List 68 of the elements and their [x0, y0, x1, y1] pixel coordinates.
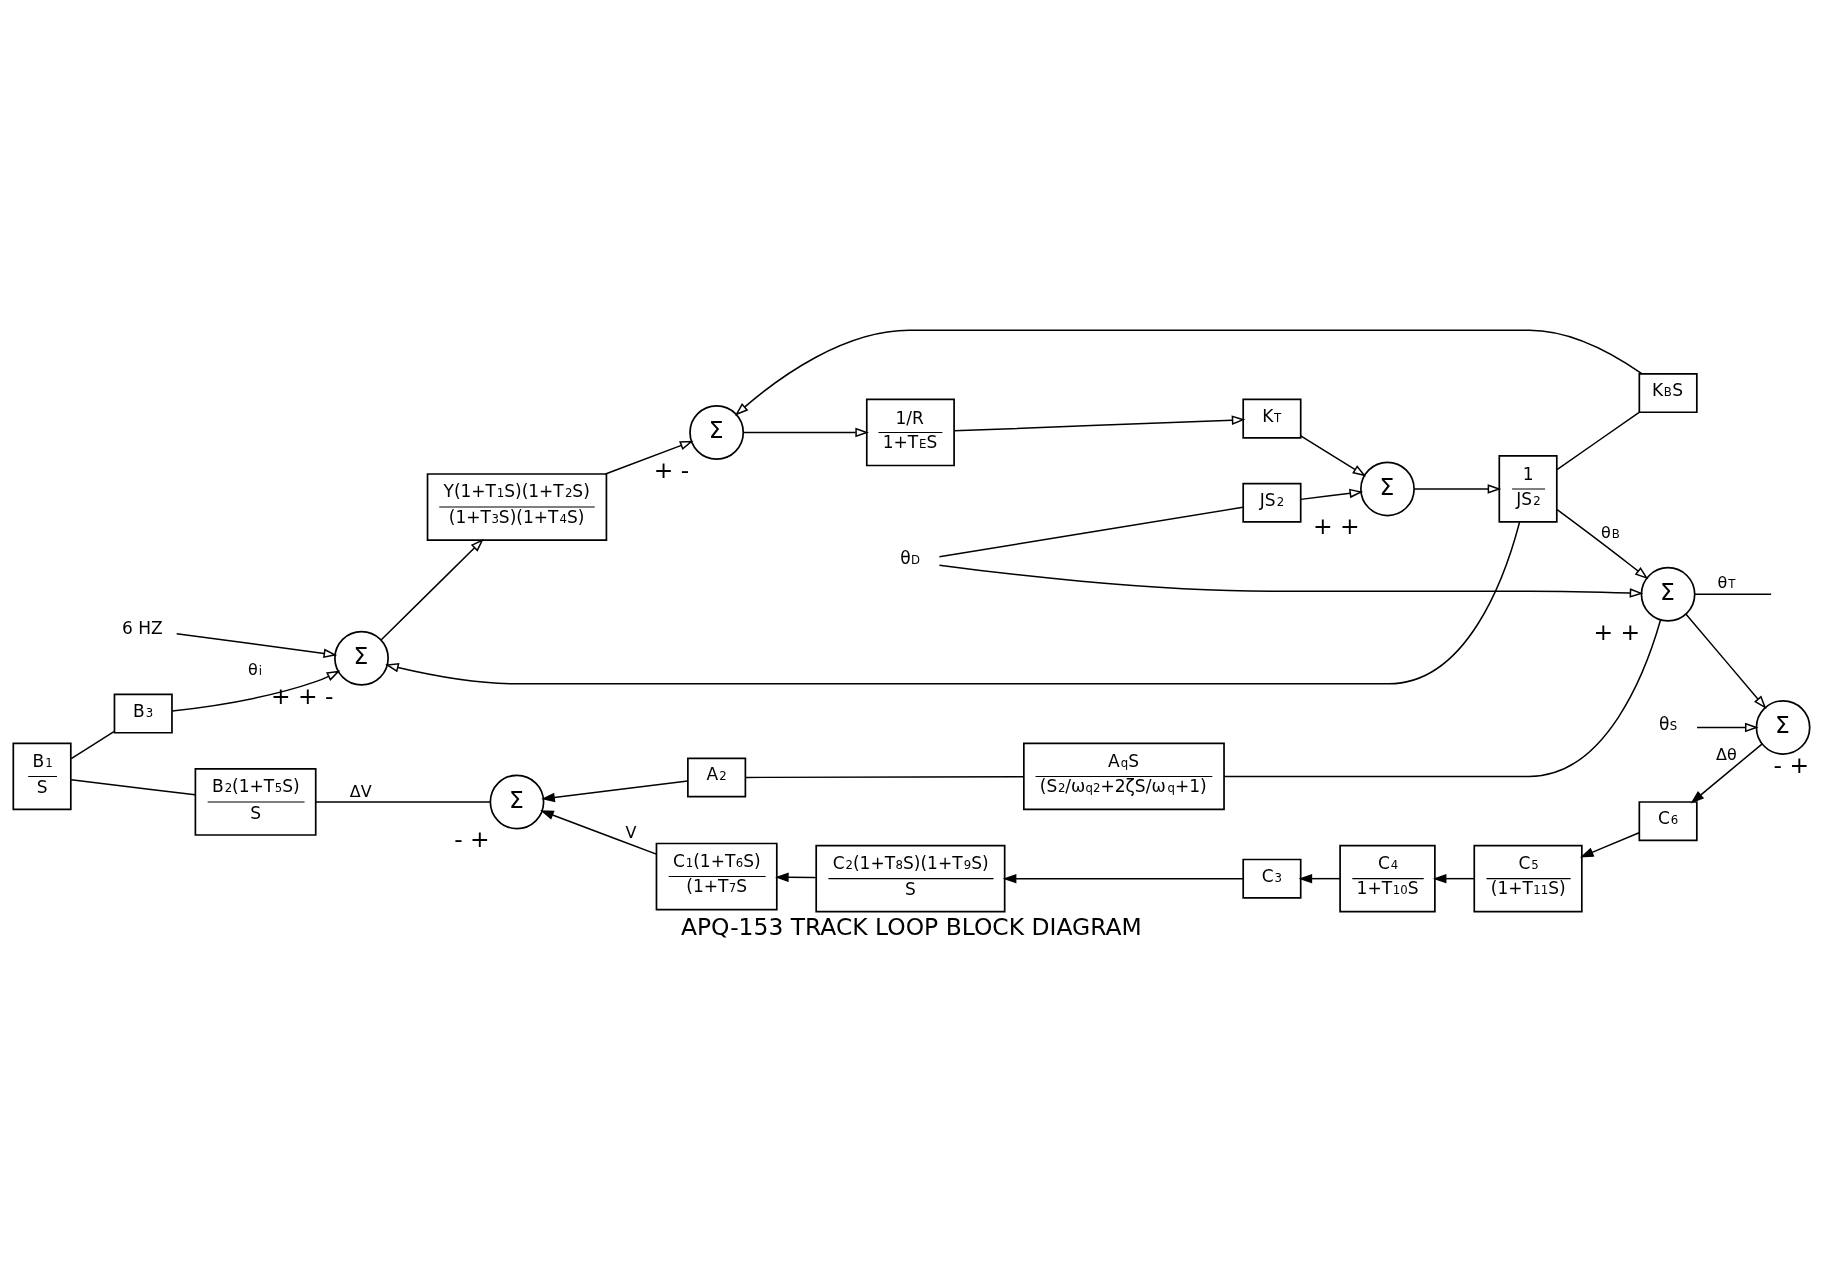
arrow [1413, 484, 1502, 494]
node-box: Y(1+T1S)(1+T2S) (1+T3S)(1+T4S) [426, 473, 608, 541]
edge-label: Δθ [1715, 745, 1737, 765]
node-label: - + [454, 825, 490, 854]
node-box: C1(1+T6S) (1+T7S [655, 842, 778, 911]
node-box: B3 [113, 693, 173, 734]
arrow [171, 670, 341, 712]
node-box: 1 JS2 [1498, 455, 1558, 523]
arrow [1002, 873, 1244, 884]
connector [70, 779, 196, 796]
arrow [775, 872, 817, 883]
connector [938, 506, 1244, 558]
arrow [1690, 743, 1763, 804]
arrow [734, 329, 1643, 416]
arrow [1300, 488, 1364, 501]
arrow [385, 521, 1521, 685]
arrow [1696, 722, 1759, 733]
node-label: + - [653, 455, 690, 484]
arrow [1685, 613, 1767, 710]
arrow [540, 810, 658, 855]
connector [744, 775, 1025, 779]
connector [1694, 593, 1772, 596]
node-label: + + [1593, 617, 1641, 646]
arrow [938, 564, 1644, 598]
diagram-title: APQ-153 TRACK LOOP BLOCK DIAGRAM [680, 912, 1142, 941]
node-box: A2 [687, 757, 747, 798]
node-circle: Σ [1360, 461, 1415, 517]
arrow [604, 440, 694, 475]
node-box: B1 S [12, 742, 72, 811]
node-box: C6 [1638, 801, 1698, 842]
arrow [541, 780, 689, 803]
node-box: C3 [1242, 858, 1302, 899]
node-text: θD [900, 548, 920, 569]
node-circle: Σ [334, 630, 389, 686]
node-text: θS [1659, 714, 1678, 735]
node-circle: Σ [689, 405, 745, 460]
node-box: C2(1+T8S)(1+T9S) S [815, 844, 1006, 913]
node-box: JS2 [1242, 482, 1302, 523]
arrow [953, 415, 1246, 432]
arrow [1432, 873, 1475, 884]
edge-label: θB [1600, 522, 1620, 542]
edge-label: θT [1717, 572, 1736, 592]
arrow [380, 538, 484, 641]
connector [1223, 619, 1662, 778]
arrow [1556, 508, 1649, 580]
arrow [1298, 873, 1341, 884]
connector [315, 801, 491, 803]
node-box: KT [1242, 398, 1302, 439]
node-circle: Σ [489, 774, 545, 830]
arrow [1300, 435, 1367, 477]
node-circle: Σ [1755, 700, 1811, 755]
arrow [742, 427, 869, 438]
connector [1556, 411, 1640, 471]
arrow [1579, 832, 1640, 858]
node-box: KBS [1638, 373, 1698, 414]
edge-label: θi [248, 660, 263, 680]
edge-label: V [625, 823, 637, 843]
node-box: C5 (1+T11S) [1473, 844, 1583, 913]
node-circle: Σ [1640, 566, 1696, 622]
edge-label: ΔV [349, 781, 372, 801]
node-box: 1/R 1+TES [865, 398, 955, 467]
node-label: + + [1312, 512, 1360, 541]
node-box: C4 1+T10S [1339, 844, 1436, 913]
node-box: B2(1+T5S) S [194, 768, 317, 836]
connector [70, 730, 116, 760]
node-box: AqS (S2/ωq2+2ζS/ωq+1) [1023, 742, 1225, 811]
arrow [175, 633, 338, 659]
node-text: 6 HZ [121, 617, 163, 638]
